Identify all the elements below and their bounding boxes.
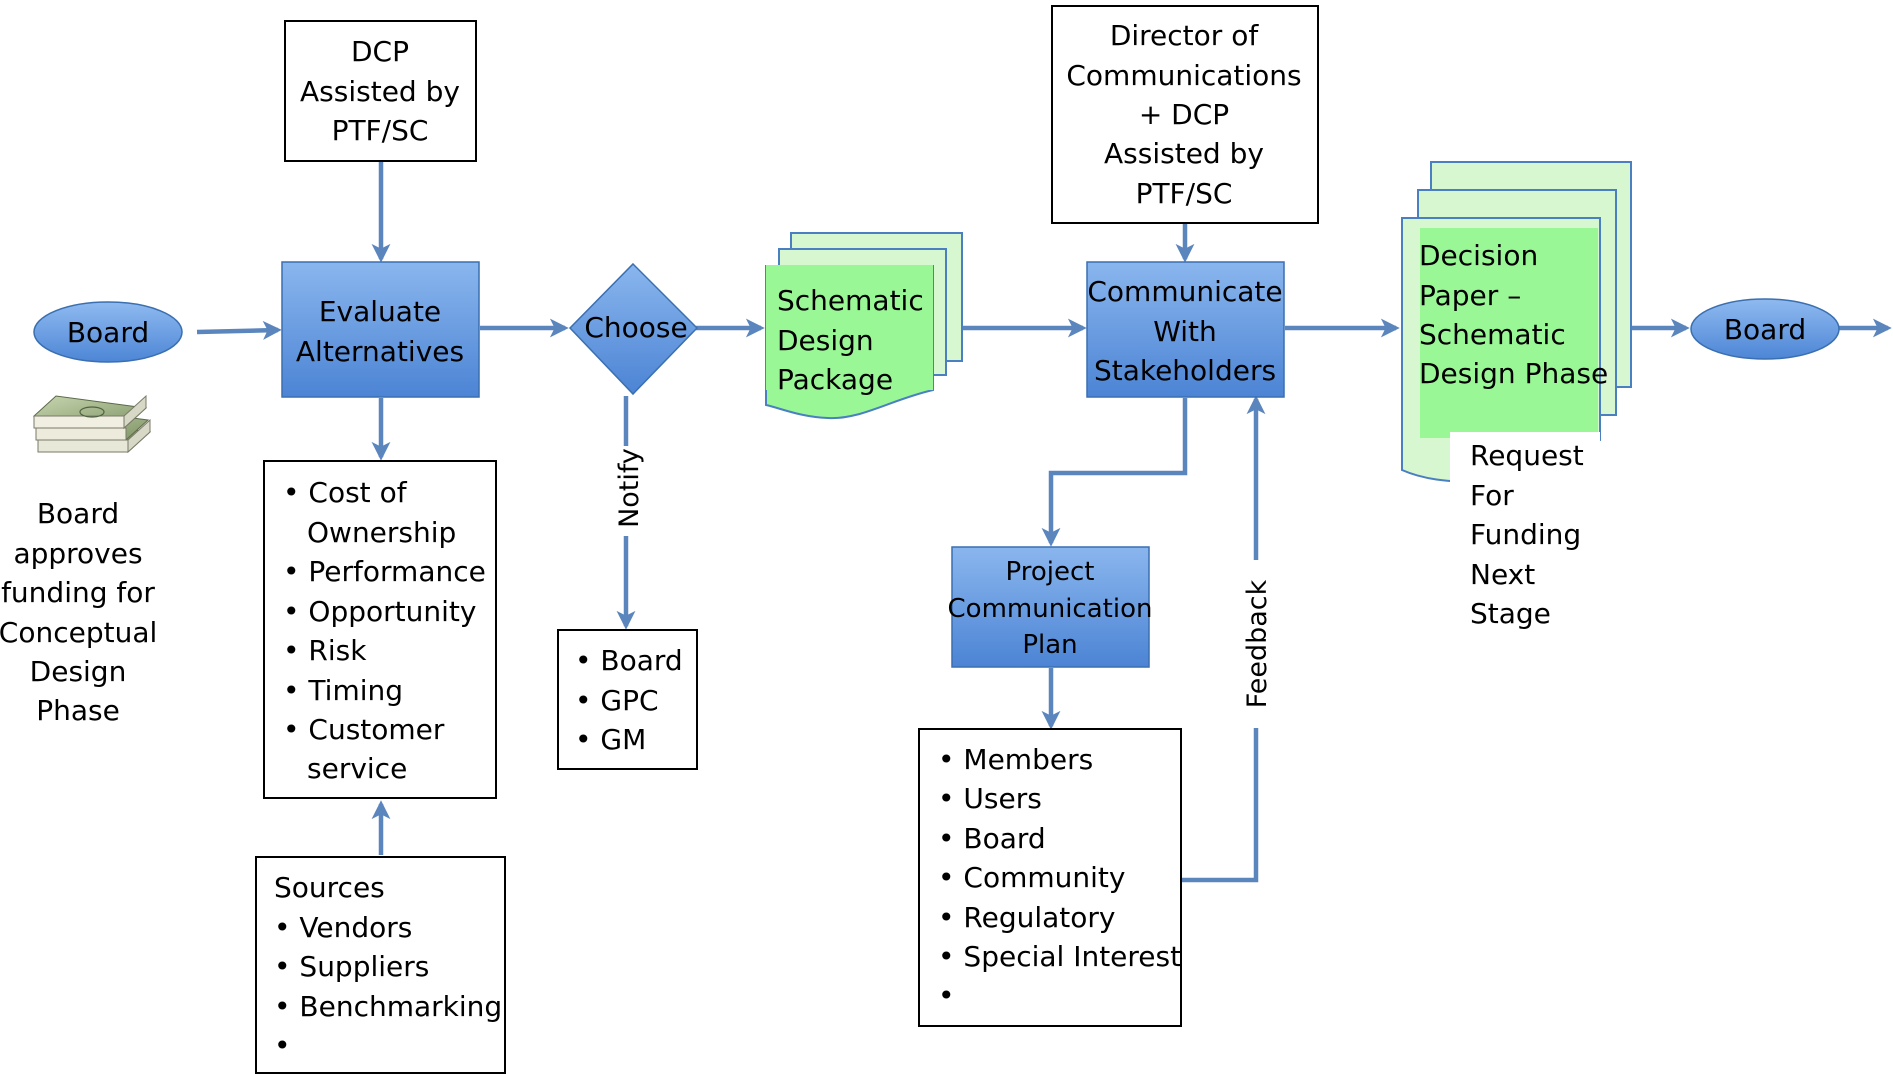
board-end-label: Board: [1724, 313, 1806, 346]
sources-title: Sources: [274, 871, 385, 904]
request-line-3: Funding: [1470, 518, 1581, 551]
criteria-item-1: • Cost of: [283, 476, 408, 509]
package-line-3: Package: [777, 363, 893, 396]
director-line-3: + DCP: [1139, 98, 1229, 131]
money-stack-icon: [32, 394, 152, 454]
dcp-line-3: PTF/SC: [332, 114, 429, 147]
criteria-item-3: • Opportunity: [283, 595, 476, 628]
evaluate-alternatives-box: Evaluate Alternatives: [281, 261, 480, 398]
notify-item-1: • Board: [575, 644, 683, 677]
dcp-box: DCP Assisted by PTF/SC: [284, 20, 477, 162]
funding-note-line-3: funding for: [1, 576, 155, 609]
connectors: [196, 162, 1892, 883]
communication-plan-box: Project Communication Plan: [948, 546, 1153, 668]
criteria-item-1-cont: Ownership: [307, 516, 456, 549]
director-line-4: Assisted by: [1104, 137, 1264, 170]
decision-line-3: Schematic: [1419, 318, 1566, 351]
sources-item-1: • Vendors: [274, 911, 412, 944]
arrow-feedback: [1181, 395, 1266, 883]
funding-note-line-5: Design: [30, 655, 127, 688]
plan-line-3: Plan: [1022, 630, 1077, 660]
feedback-label-group: Feedback: [1241, 560, 1273, 728]
board-start-label: Board: [67, 316, 149, 349]
schematic-design-package: Schematic Design Package: [765, 232, 963, 420]
request-funding-note: Request For Funding Next Stage: [1470, 439, 1584, 630]
notify-label-group: Notify: [612, 446, 645, 536]
stakeholder-item-6: • Special Interest: [938, 940, 1181, 973]
stakeholder-item-7: •: [938, 979, 955, 1012]
arrow-communicate-to-plan: [1041, 398, 1188, 547]
criteria-item-6: • Customer: [283, 713, 445, 746]
stakeholder-item-5: • Regulatory: [938, 901, 1116, 934]
director-line-2: Communications: [1066, 59, 1301, 92]
criteria-item-4: • Risk: [283, 634, 367, 667]
decision-line-1: Decision: [1419, 239, 1538, 272]
stakeholder-item-1: • Members: [938, 743, 1093, 776]
plan-line-2: Communication: [948, 594, 1153, 624]
request-line-1: Request: [1470, 439, 1584, 472]
arrow-board-to-evaluate: [196, 320, 282, 340]
decision-line-2: Paper –: [1419, 279, 1521, 312]
criteria-item-5: • Timing: [283, 674, 403, 707]
criteria-item-2: • Performance: [283, 555, 486, 588]
sources-box: Sources • Vendors • Suppliers • Benchmar…: [255, 856, 506, 1074]
notify-item-3: • GM: [575, 723, 646, 756]
funding-note-line-1: Board: [37, 497, 119, 530]
feedback-label: Feedback: [1242, 579, 1273, 708]
dcp-line-1: DCP: [351, 35, 409, 68]
package-line-2: Design: [777, 324, 874, 357]
director-line-5: PTF/SC: [1136, 177, 1233, 210]
sources-item-3: • Benchmarking: [274, 990, 502, 1023]
notify-list-box: • Board • GPC • GM: [557, 629, 698, 770]
director-box: Director of Communications + DCP Assiste…: [1051, 5, 1319, 224]
communicate-line-3: Stakeholders: [1094, 354, 1276, 387]
funding-note-line-4: Conceptual: [0, 616, 157, 649]
plan-line-1: Project: [1006, 557, 1095, 587]
funding-note: Board approves funding for Conceptual De…: [0, 497, 157, 727]
notify-label: Notify: [614, 448, 645, 528]
communicate-box: Communicate With Stakeholders: [1086, 261, 1285, 398]
criteria-item-6-cont: service: [307, 752, 407, 785]
decision-paper-document: Decision Paper – Schematic Design Phase: [1401, 161, 1632, 632]
board-end-node: Board: [1690, 298, 1840, 360]
board-start-node: Board: [33, 301, 183, 363]
sources-item-4: •: [274, 1029, 291, 1062]
request-line-5: Stage: [1470, 597, 1551, 630]
communicate-line-2: With: [1153, 315, 1217, 348]
choose-label: Choose: [584, 311, 687, 344]
evaluate-line-1: Evaluate: [319, 295, 441, 328]
notify-item-2: • GPC: [575, 684, 659, 717]
dcp-line-2: Assisted by: [300, 75, 460, 108]
funding-note-line-2: approves: [13, 537, 142, 570]
stakeholders-box: • Members • Users • Board • Community • …: [918, 728, 1182, 1027]
sources-item-2: • Suppliers: [274, 950, 429, 983]
director-line-1: Director of: [1110, 19, 1260, 52]
request-line-4: Next: [1470, 558, 1535, 591]
criteria-box: • Cost of Ownership • Performance • Oppo…: [263, 460, 497, 799]
decision-line-4: Design Phase: [1419, 357, 1608, 390]
communicate-line-1: Communicate: [1087, 275, 1282, 308]
funding-note-line-6: Phase: [36, 694, 120, 727]
package-line-1: Schematic: [777, 284, 924, 317]
evaluate-line-2: Alternatives: [296, 335, 464, 368]
stakeholder-item-3: • Board: [938, 822, 1046, 855]
stakeholder-item-2: • Users: [938, 782, 1042, 815]
request-line-2: For: [1470, 479, 1514, 512]
stakeholder-item-4: • Community: [938, 861, 1125, 894]
choose-decision: Choose: [568, 262, 699, 396]
